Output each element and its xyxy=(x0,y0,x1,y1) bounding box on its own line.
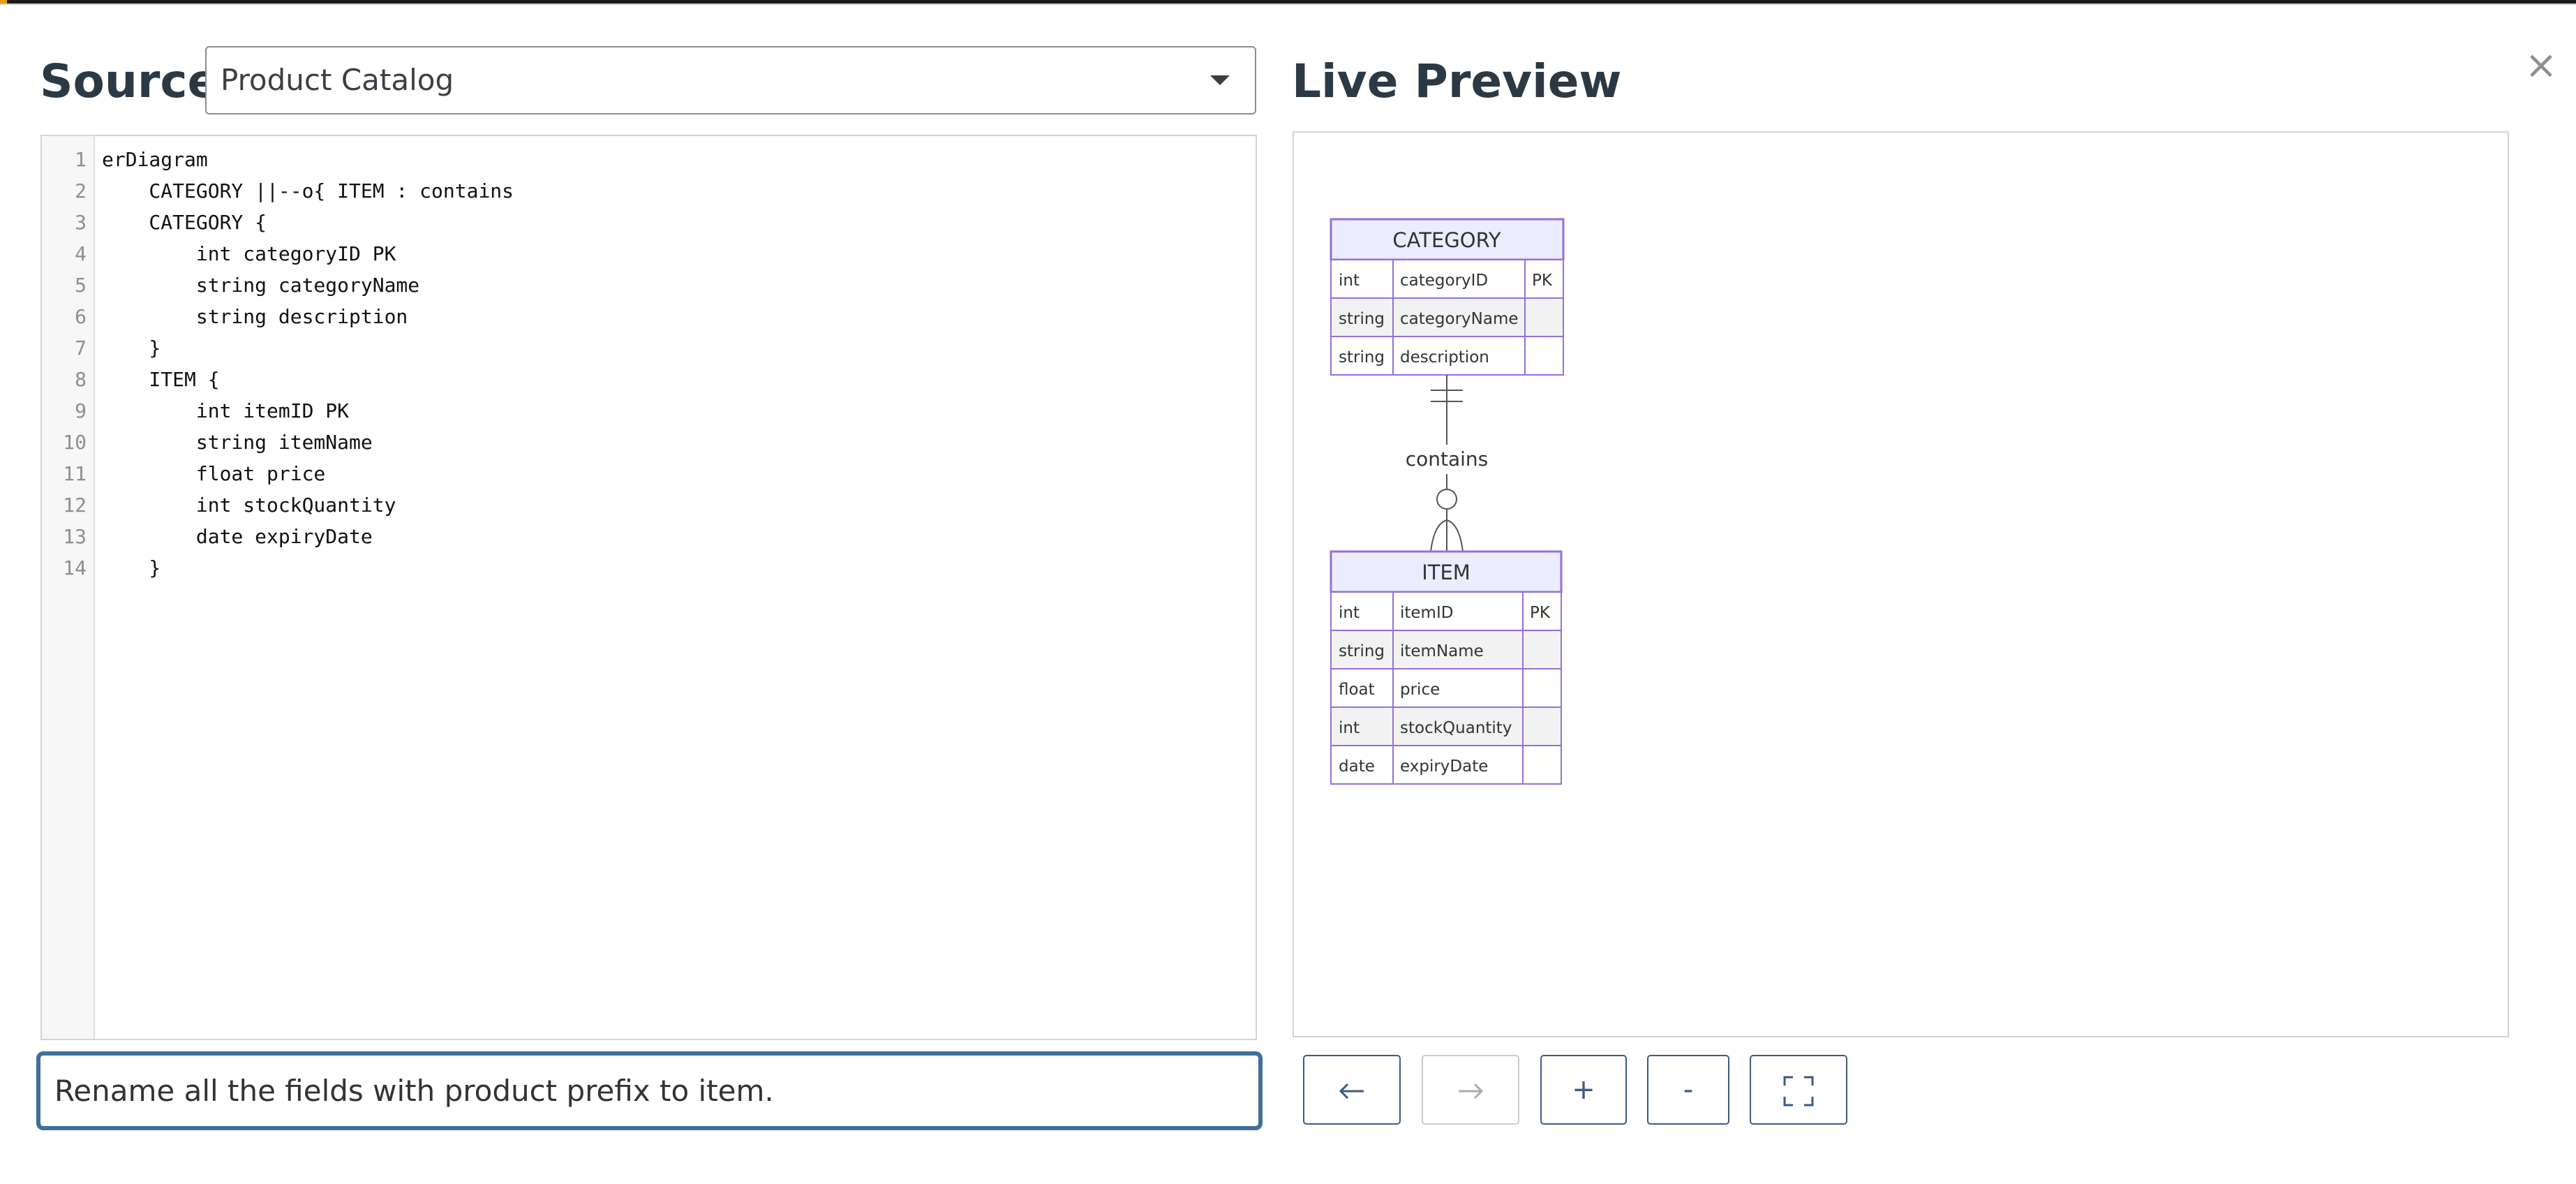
line-number: 10 xyxy=(63,431,87,454)
zero-marker-icon xyxy=(1436,489,1457,510)
entity-item: ITEM int itemID PK string itemName float… xyxy=(1330,550,1563,785)
back-button[interactable] xyxy=(1303,1055,1401,1125)
line-number: 9 xyxy=(75,399,87,422)
line-number: 12 xyxy=(63,494,87,517)
code-line[interactable]: } xyxy=(102,556,161,579)
code-line[interactable]: erDiagram xyxy=(102,148,208,171)
preview-heading: Live Preview xyxy=(1292,54,1622,108)
line-number: 8 xyxy=(75,368,87,391)
code-line[interactable]: string itemName xyxy=(102,431,373,454)
code-line[interactable]: int stockQuantity xyxy=(102,494,396,517)
attr-key: PK xyxy=(1530,604,1551,622)
code-editor[interactable]: 1 2 3 4 5 6 7 8 9 10 11 12 13 14 erDiagr… xyxy=(40,135,1257,1040)
arrow-left-icon xyxy=(1339,1083,1364,1100)
entity-category: CATEGORY int categoryID PK string catego… xyxy=(1330,218,1565,376)
attr-type: string xyxy=(1339,348,1385,367)
many-marker-icon xyxy=(1430,519,1464,552)
code-line[interactable]: CATEGORY ||--o{ ITEM : contains xyxy=(102,179,514,202)
code-line[interactable]: int categoryID PK xyxy=(102,242,396,265)
diagram-select-value: Product Catalog xyxy=(221,63,454,97)
line-number: 13 xyxy=(63,525,87,548)
line-number: 5 xyxy=(75,274,87,297)
zoom-out-button[interactable]: - xyxy=(1647,1055,1729,1125)
arrow-right-icon xyxy=(1459,1083,1484,1100)
code-line[interactable]: int itemID PK xyxy=(102,399,350,422)
line-number: 4 xyxy=(75,242,87,265)
line-number: 7 xyxy=(75,336,87,360)
code-line[interactable]: string categoryName xyxy=(102,274,420,297)
attr-type: float xyxy=(1339,681,1375,699)
attr-type: int xyxy=(1339,719,1360,737)
code-line[interactable]: } xyxy=(102,336,161,360)
forward-button[interactable] xyxy=(1422,1055,1519,1125)
attr-name: expiryDate xyxy=(1400,757,1488,776)
fit-view-button[interactable] xyxy=(1750,1055,1847,1125)
zoom-in-button[interactable]: + xyxy=(1540,1055,1627,1125)
editor-modal: Source Product Catalog Live Preview × 1 … xyxy=(0,3,2576,1184)
prompt-input[interactable] xyxy=(36,1051,1263,1130)
attr-key: PK xyxy=(1532,272,1553,290)
attr-name: itemName xyxy=(1400,642,1484,660)
source-heading: Source xyxy=(40,54,219,108)
close-button[interactable]: × xyxy=(2524,43,2558,88)
code-line[interactable]: float price xyxy=(102,462,326,485)
line-number: 6 xyxy=(75,305,87,328)
line-number: 14 xyxy=(63,556,87,579)
diagram-select[interactable]: Product Catalog xyxy=(205,46,1256,114)
relationship-label: contains xyxy=(1406,447,1489,471)
attr-name: description xyxy=(1400,348,1489,367)
line-number: 1 xyxy=(75,148,87,171)
attr-type: string xyxy=(1339,310,1385,328)
attr-name: price xyxy=(1400,681,1440,699)
relationship-contains: contains xyxy=(1404,375,1489,552)
attr-type: string xyxy=(1339,642,1385,660)
line-number: 3 xyxy=(75,211,87,234)
chevron-down-icon xyxy=(1210,75,1230,85)
code-line[interactable]: date expiryDate xyxy=(102,525,373,548)
entity-name: ITEM xyxy=(1422,561,1471,584)
attr-name: itemID xyxy=(1400,604,1453,622)
line-number-gutter: 1 2 3 4 5 6 7 8 9 10 11 12 13 14 xyxy=(42,136,95,1039)
entity-name: CATEGORY xyxy=(1392,228,1501,252)
attr-name: stockQuantity xyxy=(1400,719,1512,737)
code-line[interactable]: CATEGORY { xyxy=(102,211,267,234)
attr-name: categoryID xyxy=(1400,272,1488,290)
live-preview-panel[interactable]: CATEGORY int categoryID PK string catego… xyxy=(1293,131,2509,1037)
er-diagram: CATEGORY int categoryID PK string catego… xyxy=(1330,218,1565,785)
line-number: 2 xyxy=(75,179,87,202)
attr-type: int xyxy=(1339,272,1360,290)
attr-type: int xyxy=(1339,604,1360,622)
code-line[interactable]: string description xyxy=(102,305,408,328)
line-number: 11 xyxy=(63,462,87,485)
relationship-label-bg xyxy=(1404,445,1489,474)
attr-type: date xyxy=(1339,757,1375,776)
entity-header-bg xyxy=(1330,218,1565,261)
fullscreen-icon xyxy=(1783,1076,1814,1107)
entity-header-bg xyxy=(1330,550,1563,593)
code-line[interactable]: ITEM { xyxy=(102,368,220,391)
attr-name: categoryName xyxy=(1400,310,1519,328)
